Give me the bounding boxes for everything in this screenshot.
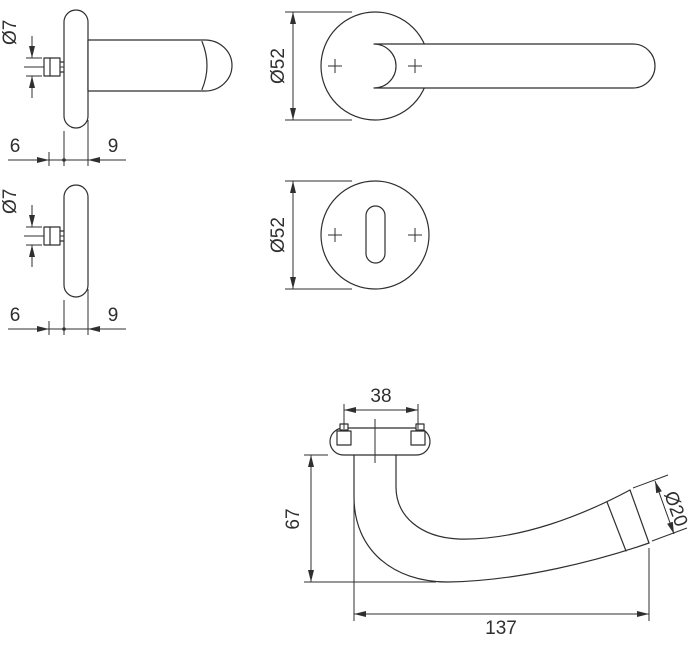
screw-head	[43, 226, 61, 246]
key-rose-side-view: Ø7 6 9	[0, 184, 126, 335]
dim-rose-depth: 6 9	[8, 289, 126, 335]
dim-label-screw-spacing: 38	[370, 386, 391, 407]
dim-label-six: 6	[10, 136, 21, 157]
grip-outer-curve	[353, 454, 650, 583]
lever-rose-side-view: Ø7 6 9	[0, 9, 233, 166]
dim-rose-depth: 6 9	[8, 120, 126, 166]
screw-position-cross	[328, 59, 342, 73]
grip-end-face	[629, 489, 650, 544]
rose-side-outline	[63, 9, 89, 129]
lever-front-outline	[373, 43, 656, 89]
dim-label-rose-diameter: Ø52	[268, 48, 289, 84]
rose-side-outline	[63, 184, 89, 298]
screw-head	[43, 57, 61, 77]
dim-label-six: 6	[10, 305, 21, 326]
dim-rose-diameter: Ø52	[268, 11, 352, 121]
grip-section-line	[606, 501, 627, 552]
key-rose-front-view: Ø52	[268, 180, 430, 290]
dim-screw-diameter: Ø7	[0, 189, 42, 267]
screw-position-cross	[408, 228, 422, 242]
screw-position-cross	[328, 228, 342, 242]
dim-screw-spacing: 38	[343, 386, 419, 429]
screw-head	[410, 430, 426, 446]
keyhole-slot	[365, 205, 386, 264]
extension-line	[651, 527, 688, 542]
lever-profile-view: 38 67 137 Ø20	[283, 386, 691, 639]
grip-end-cap-arc	[201, 40, 208, 91]
extension-line	[632, 474, 669, 489]
screw-head	[336, 430, 352, 446]
dim-grip-diameter: Ø20	[632, 474, 691, 542]
dim-projection: 67	[283, 454, 436, 583]
grip-inner-curve	[395, 454, 631, 540]
dim-label-projection: 67	[283, 508, 304, 529]
dim-label-nine: 9	[108, 305, 119, 326]
dimension-line	[654, 480, 675, 535]
dim-label-screw-diameter: Ø7	[0, 20, 21, 45]
dim-label-grip-diameter: Ø20	[659, 489, 691, 530]
lever-rose-front-view: Ø52	[268, 11, 656, 121]
dim-label-rose-diameter: Ø52	[268, 217, 289, 253]
rose-edge-outline	[329, 427, 431, 456]
dim-label-screw-diameter: Ø7	[0, 189, 21, 214]
dim-label-lever-length: 137	[485, 618, 517, 639]
screw-nub	[415, 423, 425, 431]
dim-screw-diameter: Ø7	[0, 20, 42, 98]
dimension-node-dot	[62, 158, 66, 162]
screw-position-cross	[408, 59, 422, 73]
dim-lever-length: 137	[353, 497, 650, 639]
dim-label-nine: 9	[108, 136, 119, 157]
dimension-node-dot	[62, 327, 66, 331]
lever-grip-side-outline	[87, 39, 233, 92]
dim-rose-diameter: Ø52	[268, 180, 352, 290]
